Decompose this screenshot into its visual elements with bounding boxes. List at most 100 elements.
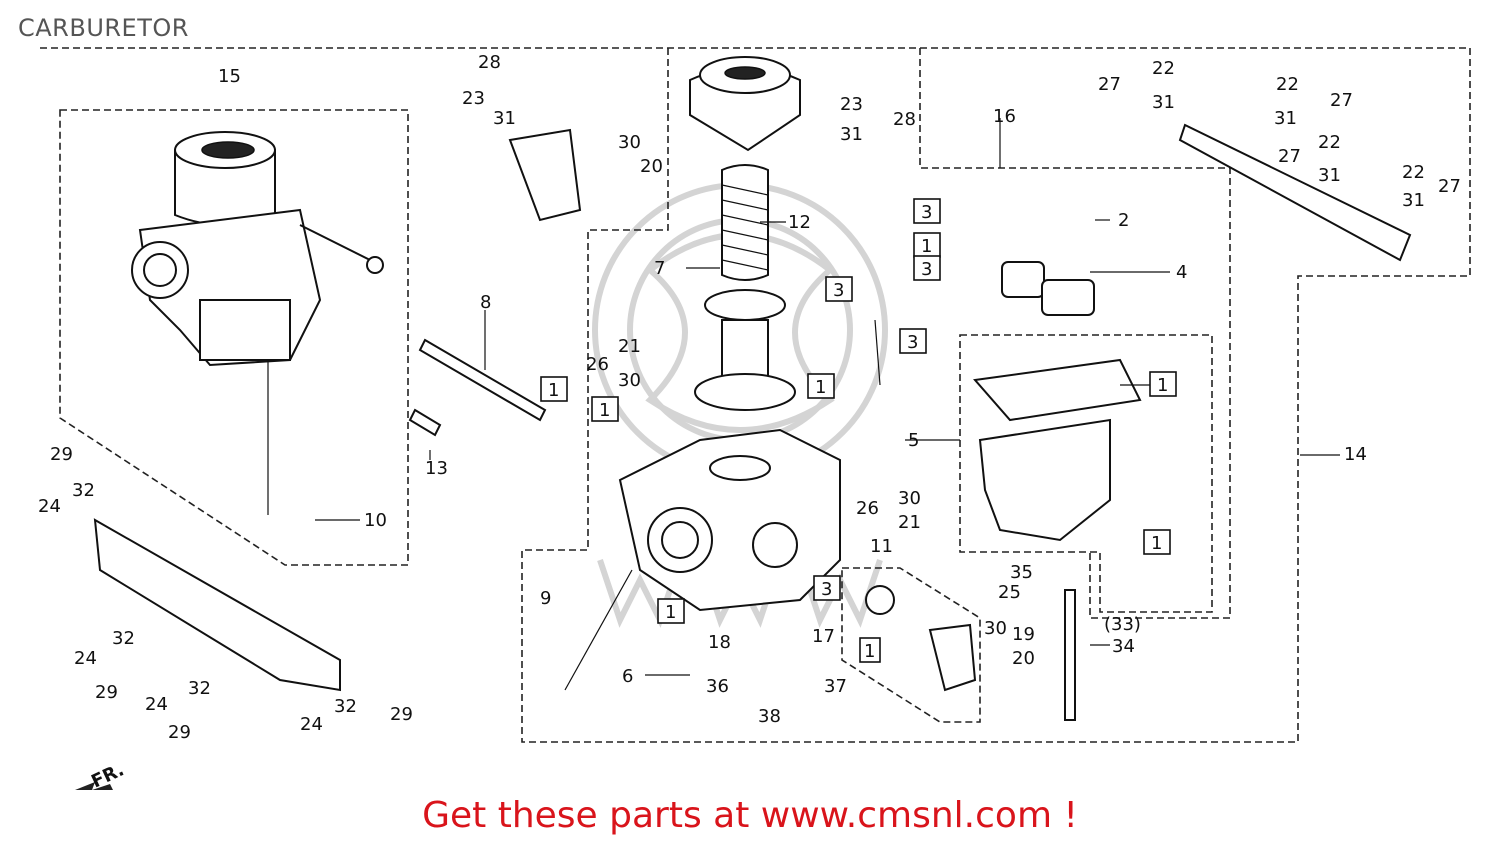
carburetor-assembly-illustration xyxy=(131,131,384,515)
callout-37: 37 xyxy=(824,676,847,697)
callout-10: 10 xyxy=(364,510,387,531)
callout-21: 21 xyxy=(898,512,921,533)
callout-27: 27 xyxy=(1330,90,1353,111)
callout-2: 2 xyxy=(1118,210,1129,231)
callout-38: 38 xyxy=(758,706,781,727)
callout-23: 23 xyxy=(840,94,863,115)
svg-text:3: 3 xyxy=(821,579,832,600)
callout-26: 26 xyxy=(856,498,879,519)
callout-6: 6 xyxy=(622,666,633,687)
callout-29: 29 xyxy=(168,722,191,743)
callout-5: 5 xyxy=(908,430,919,451)
callout-20: 20 xyxy=(1012,648,1035,669)
callout-31: 31 xyxy=(840,124,863,145)
callout-32: 32 xyxy=(112,628,135,649)
callout-27: 27 xyxy=(1438,176,1461,197)
svg-text:1: 1 xyxy=(1157,375,1168,396)
callout-7: 7 xyxy=(654,258,665,279)
box-ref-3: 3 xyxy=(913,255,941,281)
callout-29: 29 xyxy=(390,704,413,725)
callout-9: 9 xyxy=(540,588,551,609)
callout-24: 24 xyxy=(74,648,97,669)
callout-33: (33) xyxy=(1104,614,1141,635)
svg-text:1: 1 xyxy=(548,380,559,401)
callout-4: 4 xyxy=(1176,262,1187,283)
float-illustration xyxy=(1001,261,1095,316)
callout-28: 28 xyxy=(893,109,916,130)
box-ref-1: 1 xyxy=(591,396,619,422)
callout-20: 20 xyxy=(640,156,663,177)
svg-text:3: 3 xyxy=(921,259,932,280)
callout-24: 24 xyxy=(300,714,323,735)
diagram-title: CARBURETOR xyxy=(18,14,189,42)
svg-text:3: 3 xyxy=(833,280,844,301)
box-ref-1: 1 xyxy=(807,373,835,399)
callout-15: 15 xyxy=(218,66,241,87)
callout-35: 35 xyxy=(1010,562,1033,583)
box-ref-1: 1 xyxy=(657,598,685,624)
callout-22: 22 xyxy=(1276,74,1299,95)
carburetor-exploded-diagram: FR. 15 28 23 31 30 20 23 31 28 16 27 22 … xyxy=(38,47,1471,790)
boxed-reference-labels: 3 1 3 3 3 1 1 1 1 1 3 1 1 xyxy=(540,198,1177,663)
callout-27: 27 xyxy=(1278,146,1301,167)
box-ref-1: 1 xyxy=(1143,529,1171,555)
callout-11: 11 xyxy=(870,536,893,557)
callout-27: 27 xyxy=(1098,74,1121,95)
vacuum-piston-illustration xyxy=(689,56,801,411)
svg-text:1: 1 xyxy=(815,377,826,398)
outline-float-chamber xyxy=(959,334,1213,613)
callout-18: 18 xyxy=(708,632,731,653)
svg-text:1: 1 xyxy=(921,236,932,257)
promo-link-text[interactable]: Get these parts at www.cmsnl.com ! xyxy=(422,795,1078,836)
callout-25: 25 xyxy=(998,582,1021,603)
callout-28: 28 xyxy=(478,52,501,73)
box-ref-1: 1 xyxy=(1149,371,1177,397)
callout-32: 32 xyxy=(334,696,357,717)
svg-text:1: 1 xyxy=(599,400,610,421)
outline-air-cutoff xyxy=(841,567,981,723)
callout-34: 34 xyxy=(1112,636,1135,657)
callout-21: 21 xyxy=(618,336,641,357)
callout-labels: 15 28 23 31 30 20 23 31 28 16 27 22 31 2… xyxy=(38,52,1461,743)
callout-12: 12 xyxy=(788,212,811,233)
callout-31: 31 xyxy=(493,108,516,129)
callout-17: 17 xyxy=(812,626,835,647)
callout-19: 19 xyxy=(1012,624,1035,645)
callout-36: 36 xyxy=(706,676,729,697)
callout-22: 22 xyxy=(1318,132,1341,153)
callout-30: 30 xyxy=(618,132,641,153)
outline-assembly-15 xyxy=(59,109,409,566)
box-ref-3: 3 xyxy=(913,198,941,224)
box-ref-3: 3 xyxy=(825,276,853,302)
callout-31: 31 xyxy=(1318,165,1341,186)
svg-text:1: 1 xyxy=(665,602,676,623)
callout-13: 13 xyxy=(425,458,448,479)
box-ref-3: 3 xyxy=(813,575,841,601)
callout-32: 32 xyxy=(72,480,95,501)
callout-22: 22 xyxy=(1152,58,1175,79)
callout-31: 31 xyxy=(1152,92,1175,113)
front-direction-label: FR. xyxy=(88,759,127,790)
callout-30: 30 xyxy=(618,370,641,391)
callout-32: 32 xyxy=(188,678,211,699)
carburetor-body-illustration xyxy=(618,428,841,612)
svg-text:3: 3 xyxy=(921,202,932,223)
callout-14: 14 xyxy=(1344,444,1367,465)
callout-30: 30 xyxy=(898,488,921,509)
svg-text:1: 1 xyxy=(1151,533,1162,554)
svg-text:3: 3 xyxy=(907,332,918,353)
callout-24: 24 xyxy=(145,694,168,715)
callout-23: 23 xyxy=(462,88,485,109)
callout-24: 24 xyxy=(38,496,61,517)
stay-plate-illustration xyxy=(93,123,1412,692)
callout-16: 16 xyxy=(993,106,1016,127)
callout-22: 22 xyxy=(1402,162,1425,183)
box-ref-1: 1 xyxy=(913,232,941,258)
leader-lines xyxy=(315,118,1340,676)
front-direction-arrow: FR. xyxy=(75,759,127,790)
box-ref-3: 3 xyxy=(899,328,927,354)
callout-31: 31 xyxy=(1402,190,1425,211)
callout-30: 30 xyxy=(984,618,1007,639)
box-ref-1: 1 xyxy=(540,376,568,402)
callout-29: 29 xyxy=(50,444,73,465)
